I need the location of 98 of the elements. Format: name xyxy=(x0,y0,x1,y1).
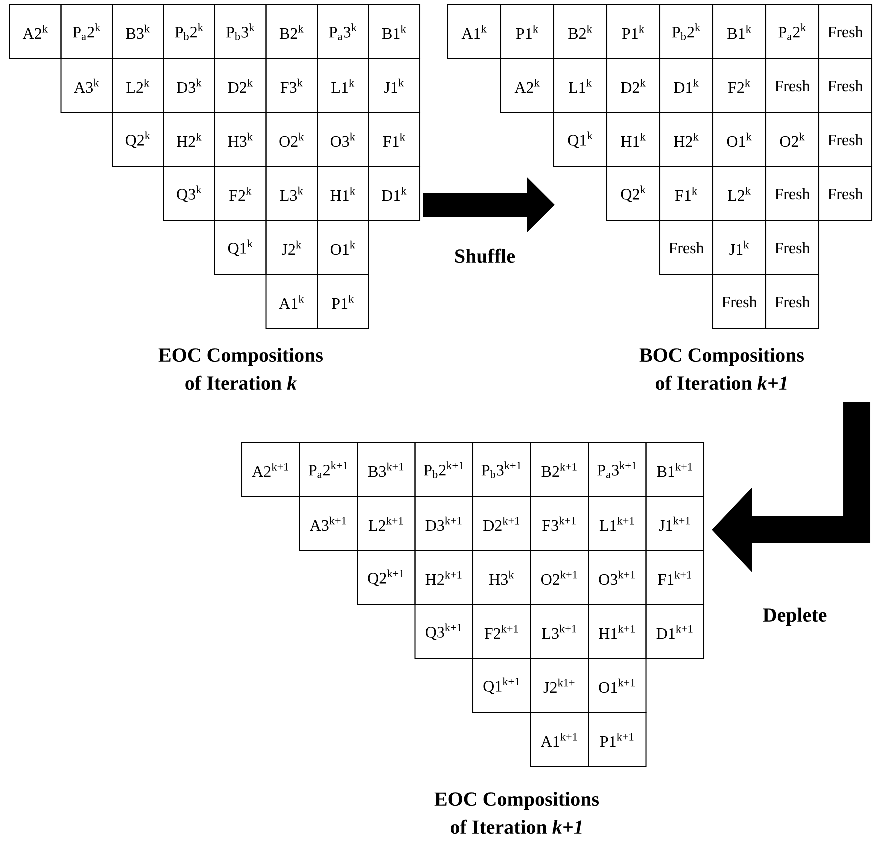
table-cell: O2$^{k+1}$ xyxy=(530,550,589,606)
table-cell: Fresh xyxy=(818,58,873,114)
table-cell: P$_{a}$2$^{k}$ xyxy=(766,4,820,60)
table-cell: Fresh xyxy=(766,220,820,276)
table-cell: J2$^{k}$ xyxy=(266,220,318,276)
table-cell: H2$^{k+1}$ xyxy=(414,550,474,606)
table-cell: Q1$^{k}$ xyxy=(554,112,608,168)
table-cell: A3$^{k}$ xyxy=(60,58,113,114)
table-cell: P$_{a}$3$^{k}$ xyxy=(317,4,370,60)
table-cell: F3$^{k}$ xyxy=(266,58,318,114)
table-cell: B2$^{k}$ xyxy=(266,4,318,60)
table-cell: Fresh xyxy=(766,166,820,222)
edge-label: Deplete xyxy=(762,606,828,628)
table-cell: P1$^{k}$ xyxy=(500,4,554,60)
table-cell: L1$^{k}$ xyxy=(554,58,608,114)
table-cell: J1$^{k+1}$ xyxy=(646,496,704,552)
table-cell: F2$^{k}$ xyxy=(712,58,767,114)
table-cell: D2$^{k}$ xyxy=(606,58,660,114)
table-cell: L3$^{k+1}$ xyxy=(530,604,589,660)
table-cell: L2$^{k+1}$ xyxy=(357,496,416,552)
table-cell: P$_{a}$3$^{k+1}$ xyxy=(588,442,647,498)
table-cell: B3$^{k+1}$ xyxy=(357,442,416,498)
table-cell: H2$^{k}$ xyxy=(660,112,714,168)
table-cell: L2$^{k}$ xyxy=(112,58,164,114)
table-cell: P$_{b}$2$^{k}$ xyxy=(163,4,216,60)
table-cell: P$_{b}$3$^{k}$ xyxy=(214,4,267,60)
table-cell: L1$^{k}$ xyxy=(317,58,370,114)
table-cell: J1$^{k}$ xyxy=(712,220,767,276)
table-cell: D2$^{k+1}$ xyxy=(472,496,532,552)
table-cell: O3$^{k+1}$ xyxy=(588,550,647,606)
table-cell: Fresh xyxy=(766,274,820,330)
table-cell: Fresh xyxy=(712,274,767,330)
table-cell: L3$^{k}$ xyxy=(266,166,318,222)
table-cell: B1$^{k}$ xyxy=(368,4,420,60)
table-cell: O2$^{k}$ xyxy=(266,112,318,168)
table-cell: Q3$^{k+1}$ xyxy=(414,604,474,660)
table-cell: H3$^{k}$ xyxy=(214,112,267,168)
grid-title: EOC Compositions of Iteration k+1 xyxy=(434,792,600,834)
table-cell: O2$^{k}$ xyxy=(766,112,820,168)
table-cell: P$_{b}$3$^{k+1}$ xyxy=(472,442,532,498)
table-cell: P$_{a}$2$^{k+1}$ xyxy=(299,442,358,498)
table-cell: P1$^{k}$ xyxy=(317,274,370,330)
table-cell: H1$^{k}$ xyxy=(606,112,660,168)
table-cell: A3$^{k+1}$ xyxy=(299,496,358,552)
table-cell: F1$^{k}$ xyxy=(368,112,420,168)
table-cell: Fresh xyxy=(818,112,873,168)
table-cell: H1$^{k}$ xyxy=(317,166,370,222)
table-cell: O1$^{k}$ xyxy=(712,112,767,168)
table-cell: B3$^{k}$ xyxy=(112,4,164,60)
grid-title: BOC Compositions of Iteration k+1 xyxy=(640,348,804,390)
table-cell: F1$^{k+1}$ xyxy=(646,550,704,606)
table-cell: J1$^{k}$ xyxy=(368,58,420,114)
table-cell: A1$^{k+1}$ xyxy=(530,712,589,768)
table-cell: Fresh xyxy=(660,220,714,276)
table-cell: H1$^{k+1}$ xyxy=(588,604,647,660)
table-cell: F2$^{k}$ xyxy=(214,166,267,222)
table-cell: P$_{b}$2$^{k+1}$ xyxy=(414,442,474,498)
table-cell: A2$^{k}$ xyxy=(500,58,554,114)
table-cell: Fresh xyxy=(818,166,873,222)
table-cell: Q2$^{k}$ xyxy=(606,166,660,222)
table-cell: H3$^{k}$ xyxy=(472,550,532,606)
edge-label: Shuffle xyxy=(453,248,517,264)
table-cell: B1$^{k}$ xyxy=(712,4,767,60)
table-cell: B2$^{k}$ xyxy=(554,4,608,60)
table-cell: B1$^{k+1}$ xyxy=(646,442,704,498)
table-cell: O1$^{k}$ xyxy=(317,220,370,276)
table-cell: Q3$^{k}$ xyxy=(163,166,216,222)
grid-title: EOC Compositions of Iteration k xyxy=(158,348,323,390)
table-cell: L2$^{k}$ xyxy=(712,166,767,222)
table-cell: B2$^{k+1}$ xyxy=(530,442,589,498)
table-cell: P1$^{k+1}$ xyxy=(588,712,647,768)
table-cell: Fresh xyxy=(766,58,820,114)
table-cell: F3$^{k+1}$ xyxy=(530,496,589,552)
table-cell: F1$^{k}$ xyxy=(660,166,714,222)
table-cell: Q1$^{k+1}$ xyxy=(472,658,532,714)
table-cell: J2$^{k1+}$ xyxy=(530,658,589,714)
table-cell: D1$^{k}$ xyxy=(660,58,714,114)
table-cell: A2$^{k+1}$ xyxy=(242,442,300,498)
table-cell: D3$^{k}$ xyxy=(163,58,216,114)
table-cell: L1$^{k+1}$ xyxy=(588,496,647,552)
table-cell: A1$^{k}$ xyxy=(266,274,318,330)
table-cell: Q2$^{k}$ xyxy=(112,112,164,168)
table-cell: P$_{b}$2$^{k}$ xyxy=(660,4,714,60)
table-cell: A1$^{k}$ xyxy=(448,4,502,60)
table-cell: D1$^{k+1}$ xyxy=(646,604,704,660)
table-cell: F2$^{k+1}$ xyxy=(472,604,532,660)
table-cell: P1$^{k}$ xyxy=(606,4,660,60)
table-cell: A2$^{k}$ xyxy=(10,4,62,60)
table-cell: O3$^{k}$ xyxy=(317,112,370,168)
table-cell: D2$^{k}$ xyxy=(214,58,267,114)
table-cell: Fresh xyxy=(818,4,873,60)
table-cell: D3$^{k+1}$ xyxy=(414,496,474,552)
table-cell: O1$^{k+1}$ xyxy=(588,658,647,714)
table-cell: P$_{a}$2$^{k}$ xyxy=(60,4,113,60)
table-cell: Q1$^{k}$ xyxy=(214,220,267,276)
table-cell: Q2$^{k+1}$ xyxy=(357,550,416,606)
table-cell: D1$^{k}$ xyxy=(368,166,420,222)
table-cell: H2$^{k}$ xyxy=(163,112,216,168)
